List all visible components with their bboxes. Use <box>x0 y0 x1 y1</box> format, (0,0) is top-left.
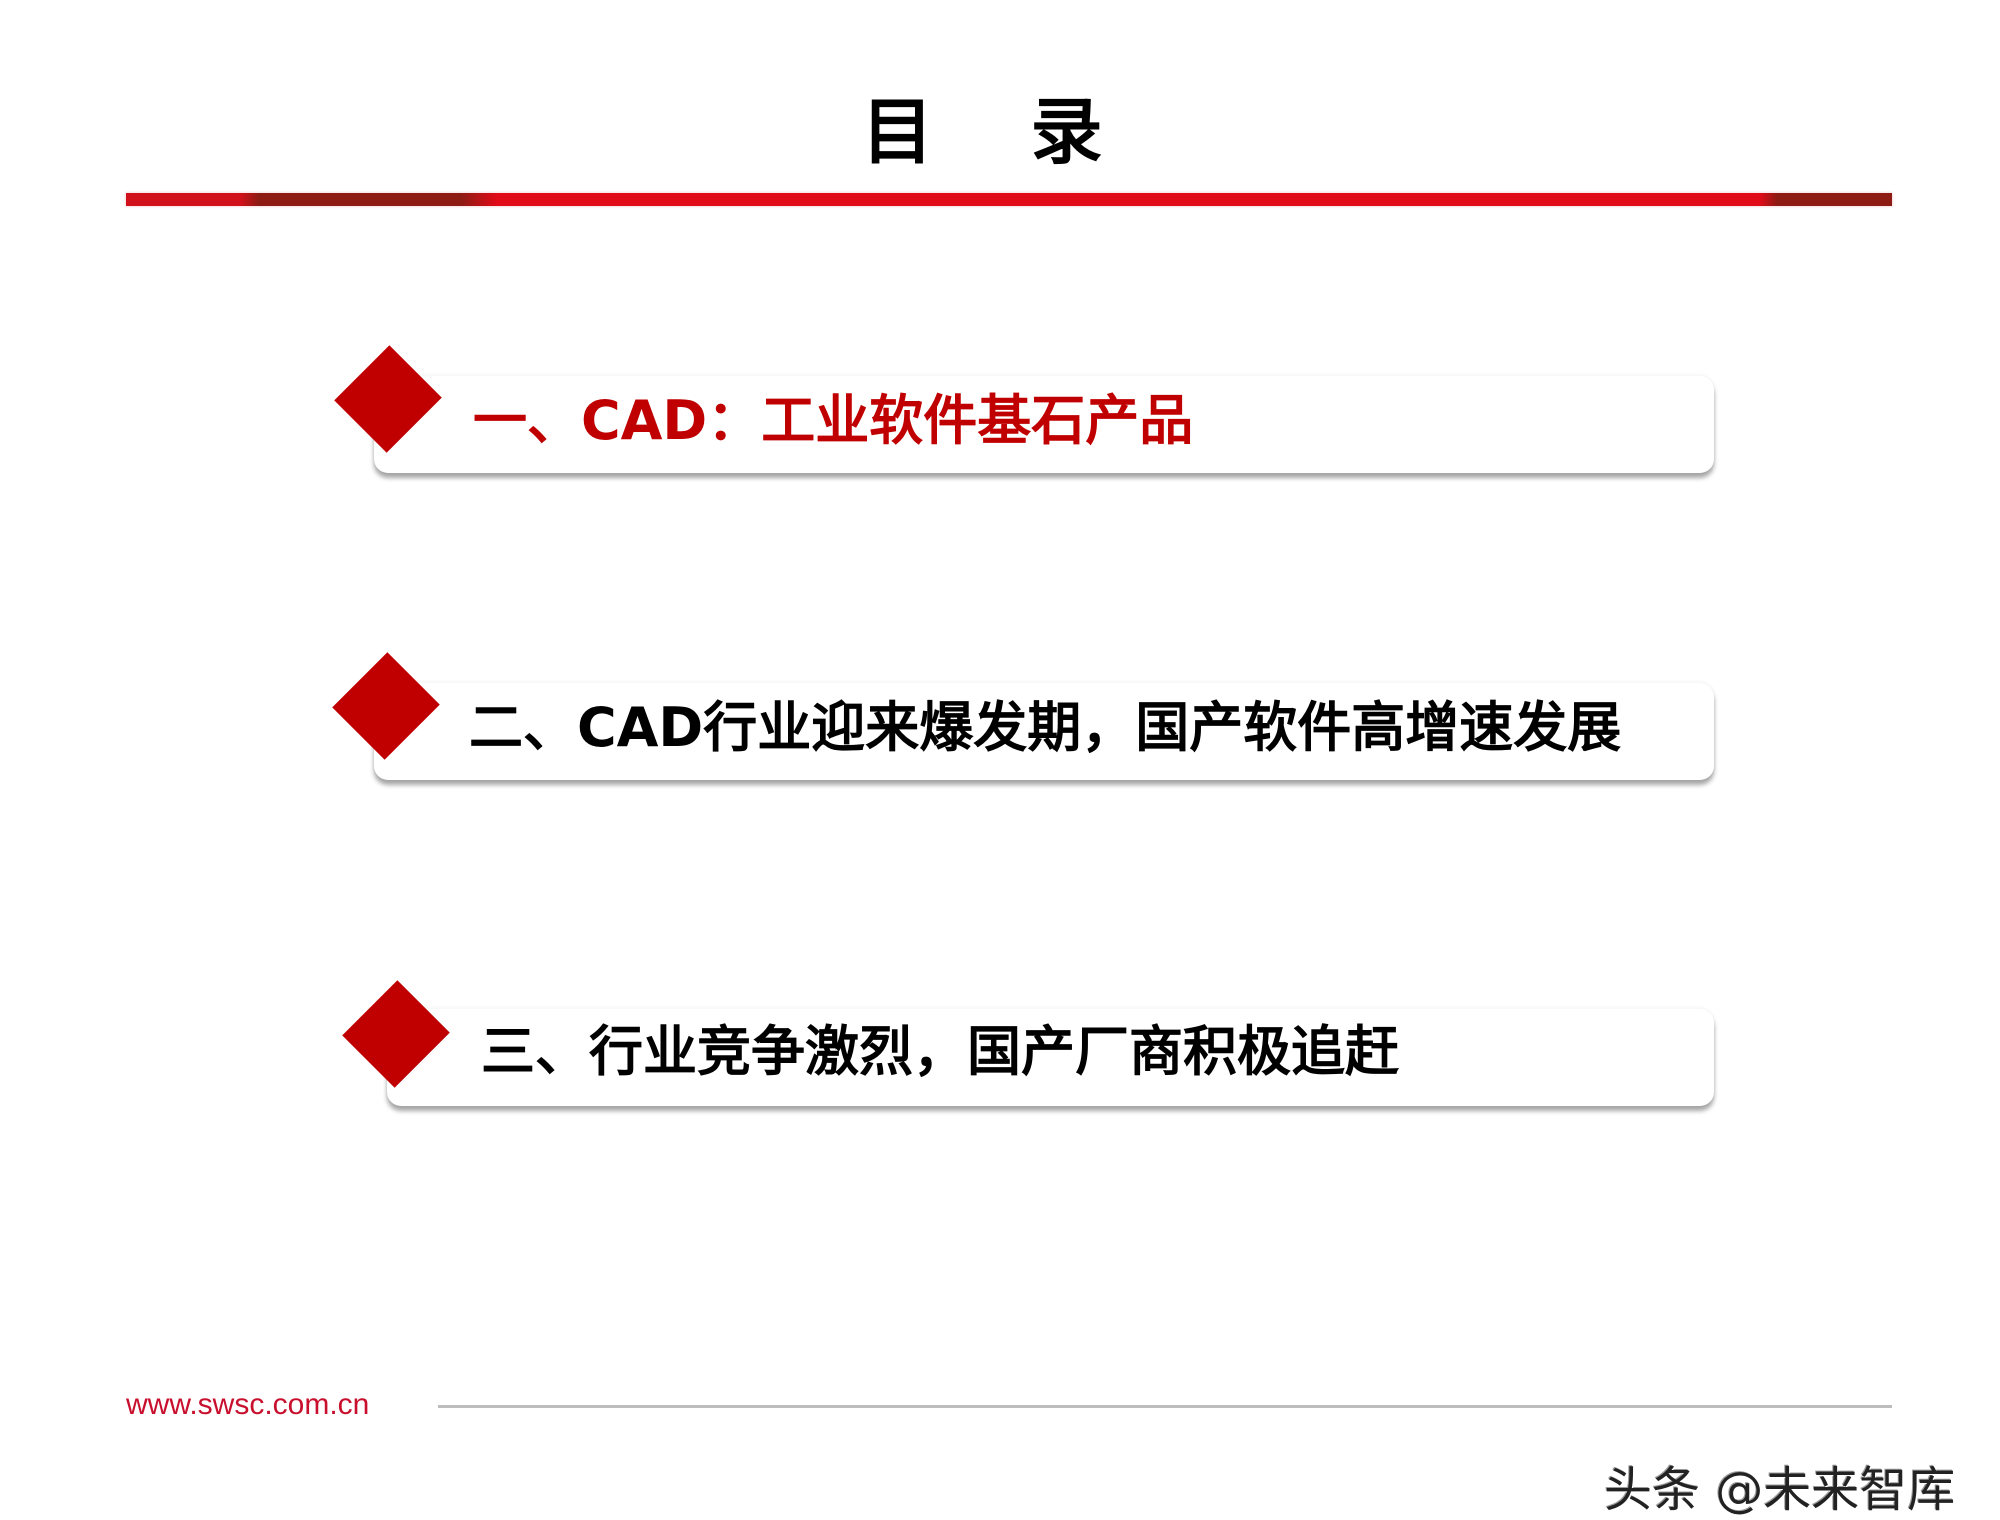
toc-item-label: 二、CAD行业迎来爆发期，国产软件高增速发展 <box>469 696 1622 759</box>
toc-item-3[interactable]: 三、行业竞争激烈，国产厂商积极追赶 <box>342 980 1714 1106</box>
footer-divider <box>438 1405 1892 1408</box>
toc-item-1[interactable]: 一、CAD：工业软件基石产品 <box>334 345 1714 473</box>
toc-item-box <box>374 683 1714 780</box>
toc-item-box <box>387 1009 1714 1106</box>
watermark-text: 头条 @未来智库 <box>1604 1462 1956 1518</box>
toc-item-2[interactable]: 二、CAD行业迎来爆发期，国产软件高增速发展 <box>332 652 1714 780</box>
toc-item-box <box>374 376 1714 473</box>
page-title: 目 录 <box>861 90 1139 174</box>
toc-item-label: 三、行业竞争激烈，国产厂商积极追赶 <box>481 1020 1399 1083</box>
footer-url-link[interactable]: www.swsc.com.cn <box>126 1388 370 1421</box>
title-underline-bar <box>126 193 1892 206</box>
toc-item-label: 一、CAD：工业软件基石产品 <box>473 389 1194 452</box>
